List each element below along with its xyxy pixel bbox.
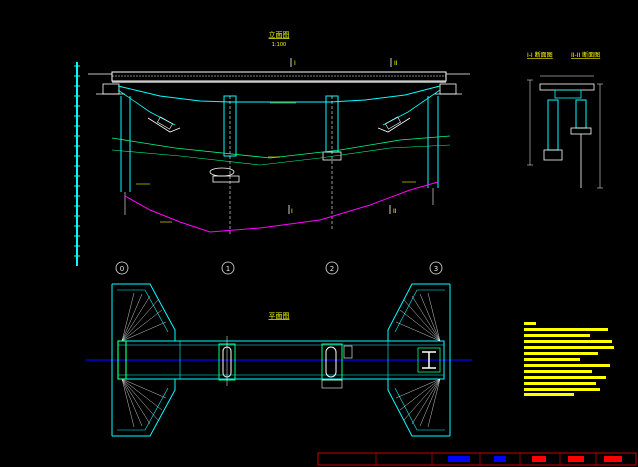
section-title-ii: II-II 断面图: [571, 51, 600, 59]
plan-left-wingwall: [111, 283, 176, 437]
notes-block: [524, 322, 614, 396]
pier-left: [120, 96, 131, 215]
cut-mark-ii-bottom: II: [393, 208, 397, 215]
pier-1: [209, 95, 240, 236]
left-scale-bar: [74, 62, 80, 266]
section-views: I-I 断面图 II-II 断面图: [527, 51, 603, 189]
axis-circle-0: [115, 261, 129, 275]
elevation-title: 立面图: [269, 30, 290, 39]
girder-soffit: [117, 85, 441, 103]
left-abutment: [96, 83, 125, 95]
plan-view: 平面图: [86, 283, 472, 437]
water-line-lower: [111, 144, 451, 166]
plan-abutment-left: [117, 340, 127, 380]
axis-circle-1: [221, 261, 235, 275]
section-title-i: I-I 断面图: [527, 51, 553, 59]
axis-circle-2: [325, 261, 339, 275]
plan-title: 平面图: [269, 312, 290, 320]
water-line-upper: [111, 135, 451, 159]
axis-circle-3: [429, 261, 443, 275]
title-block: [317, 452, 637, 466]
elevation-view: 立面图 1:100: [88, 30, 470, 236]
cut-mark-ii-top: II: [394, 60, 398, 67]
pier-right: [427, 96, 439, 205]
ground-profile: [124, 181, 439, 233]
axis-markers: 0 1 2 3: [115, 261, 443, 275]
plan-abutment-right: [417, 347, 441, 373]
cut-mark-i-top: I: [294, 60, 296, 67]
plan-pier-2: [321, 343, 353, 389]
axis-label-1: 1: [226, 265, 230, 273]
pier-2: [322, 95, 342, 230]
right-abutment: [434, 83, 462, 95]
axis-label-2: 2: [330, 265, 334, 273]
bridge-deck: [111, 71, 447, 82]
axis-label-3: 3: [434, 265, 438, 273]
cut-mark-i-bottom: I: [291, 208, 293, 215]
plan-right-wingwall: [387, 283, 451, 437]
plan-pier-1: [218, 336, 236, 386]
deck-edge: [112, 81, 446, 83]
axis-label-0: 0: [120, 265, 124, 273]
elevation-scale: 1:100: [272, 42, 286, 48]
